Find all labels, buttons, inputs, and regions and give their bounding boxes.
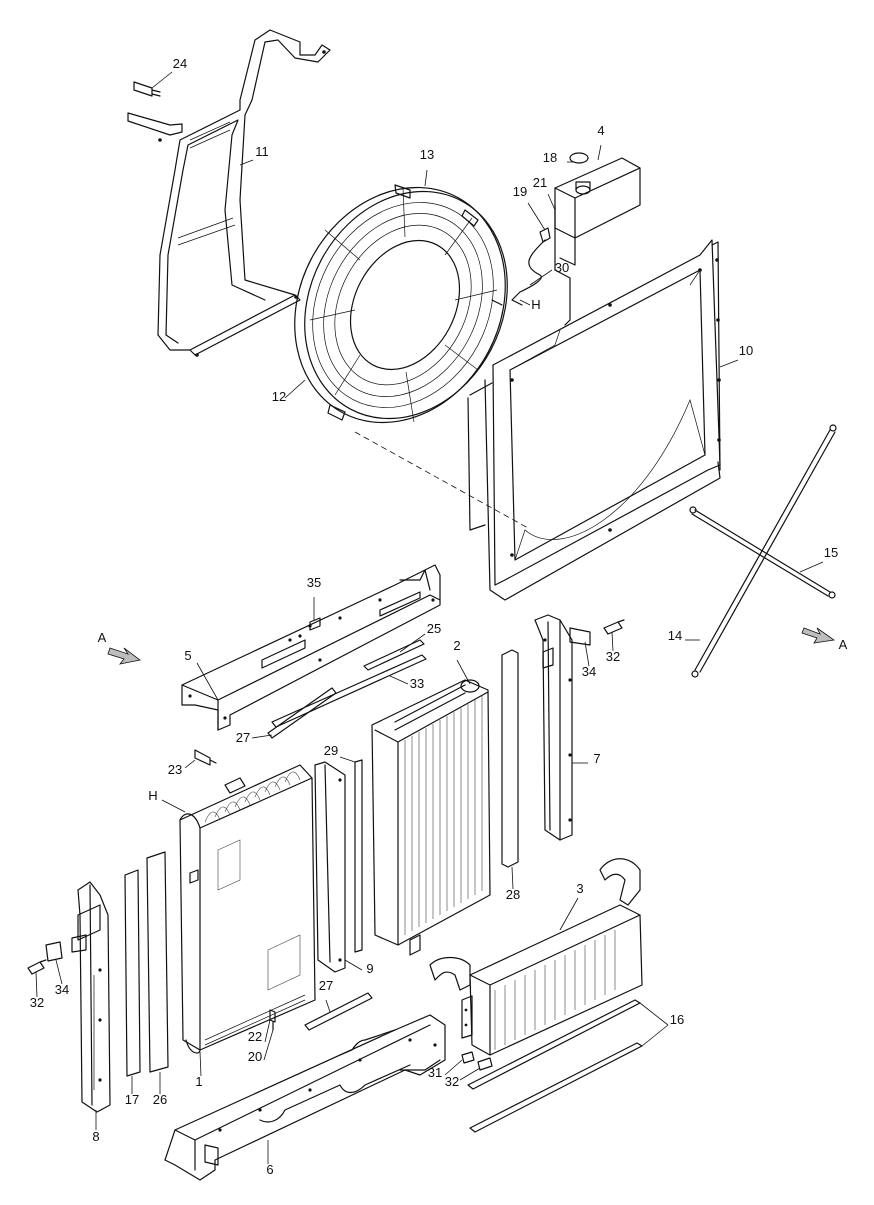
upper-frame-5	[181, 564, 441, 731]
callout-label: 15	[824, 545, 838, 560]
drain-plug-20-22	[269, 1009, 276, 1031]
callout-label: 32	[606, 649, 620, 664]
bolt-32-left	[27, 959, 47, 975]
callout-label: 33	[410, 676, 424, 691]
side-plate-8	[71, 881, 111, 1113]
callout-label: 25	[427, 621, 441, 636]
callout-label: 34	[582, 664, 596, 679]
bolt-32-right	[603, 619, 625, 635]
bolts-31-32-bottom	[461, 1051, 493, 1071]
callout-label: 9	[366, 961, 373, 976]
callout-label: 21	[533, 175, 547, 190]
seal-29	[354, 759, 363, 953]
callout-label: H	[531, 297, 540, 312]
bolt-24	[133, 81, 161, 97]
callout-label: 8	[92, 1129, 99, 1144]
callout-label: 27	[236, 730, 250, 745]
seal-17	[124, 869, 141, 1077]
side-plate-7	[534, 614, 591, 841]
callout-label: 7	[593, 751, 600, 766]
callout-label: 24	[173, 56, 187, 71]
callout-label: A	[839, 637, 848, 652]
support-bracket-11	[127, 29, 331, 357]
callout-label: 22	[248, 1029, 262, 1044]
callout-label: 32	[30, 995, 44, 1010]
callout-label: 13	[420, 147, 434, 162]
callout-label: 23	[168, 762, 182, 777]
fan-shroud-10	[467, 239, 721, 601]
lower-frame-6	[164, 1014, 446, 1181]
callout-label: 2	[453, 638, 460, 653]
leader-lines	[35, 71, 824, 1164]
callout-label: 28	[506, 887, 520, 902]
callout-label: 31	[428, 1065, 442, 1080]
seal-27-upper	[267, 687, 337, 739]
callout-label: 6	[266, 1162, 273, 1177]
callout-label: 16	[670, 1012, 684, 1027]
seal-28	[501, 649, 519, 868]
seal-26	[146, 851, 169, 1073]
seal-25	[363, 639, 425, 671]
alignment-line	[354, 431, 529, 529]
seal-27-lower	[304, 992, 373, 1031]
bolt-23	[194, 749, 217, 766]
callout-label: H	[148, 788, 157, 803]
callout-label: 27	[319, 978, 333, 993]
seal-33	[271, 654, 427, 728]
reservoir-tank-4	[511, 152, 641, 326]
stay-rods-14-15	[689, 424, 837, 678]
callout-label: 5	[184, 648, 191, 663]
view-arrow-a-right	[801, 627, 836, 644]
view-arrow-a-left	[107, 647, 141, 665]
callout-label: 35	[307, 575, 321, 590]
callout-label: 30	[555, 260, 569, 275]
bracket-9	[314, 761, 346, 973]
callout-label: 18	[543, 150, 557, 165]
charge-air-cooler-3	[429, 858, 643, 1056]
callout-label: 32	[445, 1074, 459, 1089]
callout-label: 11	[255, 144, 269, 159]
callout-label: A	[98, 630, 107, 645]
callout-label: 29	[324, 743, 338, 758]
callout-label: 26	[153, 1092, 167, 1107]
plate-34-left	[45, 941, 63, 962]
callout-label: 17	[125, 1092, 139, 1107]
callout-label: 3	[576, 881, 583, 896]
callout-label: 19	[513, 184, 527, 199]
callout-label: 20	[248, 1049, 262, 1064]
fan-guard-12	[294, 184, 508, 424]
callout-label: 12	[272, 389, 286, 404]
callout-label: 14	[668, 628, 682, 643]
callout-label: 1	[195, 1074, 202, 1089]
callout-labels: 1234567891011121314151617181920212223242…	[30, 56, 848, 1177]
callout-label: 4	[597, 123, 604, 138]
callout-label: 10	[739, 343, 753, 358]
callout-label: 34	[55, 982, 69, 997]
oil-cooler-1	[179, 764, 316, 1054]
radiator-core-2	[371, 679, 491, 956]
